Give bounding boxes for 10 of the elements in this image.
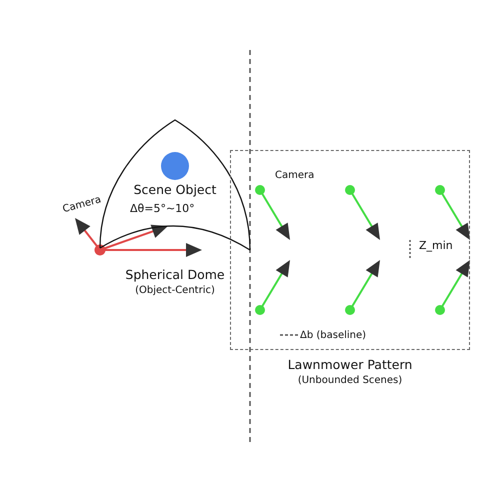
angle-label: Δθ=5°~10° [130, 203, 195, 216]
distance-label: Z_min [419, 240, 453, 253]
node-title: Lawnmower Pattern [288, 358, 412, 372]
node-subtitle: (Object-Centric) [135, 285, 215, 296]
node-subtitle: (Unbounded Scenes) [298, 375, 402, 386]
camera-label: Camera [275, 170, 314, 182]
camera-label: Camera [62, 194, 102, 216]
node-title: Scene Object [134, 183, 216, 198]
node-title: Spherical Dome [125, 268, 225, 282]
baseline-label: Δb (baseline) [300, 330, 366, 342]
